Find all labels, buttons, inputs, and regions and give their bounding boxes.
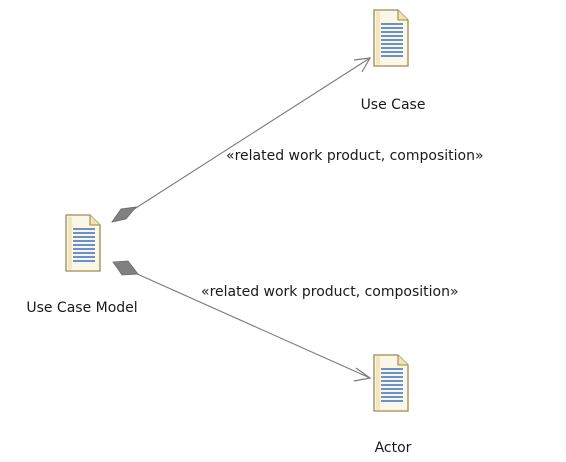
edge-composition-use-case[interactable] — [111, 57, 372, 223]
edge-label-actor: «related work product, composition» — [201, 284, 459, 300]
edge-composition-actor[interactable] — [112, 260, 372, 382]
node-label-use-case-model[interactable]: Use Case Model — [26, 300, 138, 316]
node-label-use-case[interactable]: Use Case — [360, 97, 426, 113]
use-case-document-icon[interactable] — [373, 9, 409, 67]
actor-document-icon[interactable] — [373, 354, 409, 412]
node-label-actor[interactable]: Actor — [374, 440, 412, 456]
arrowhead-icon — [353, 57, 372, 73]
arrowhead-icon — [353, 367, 372, 382]
composition-diamond-icon — [111, 206, 137, 223]
use-case-model-document-icon[interactable] — [65, 214, 101, 272]
composition-diamond-icon — [112, 260, 139, 276]
edge-label-use-case: «related work product, composition» — [226, 148, 484, 164]
